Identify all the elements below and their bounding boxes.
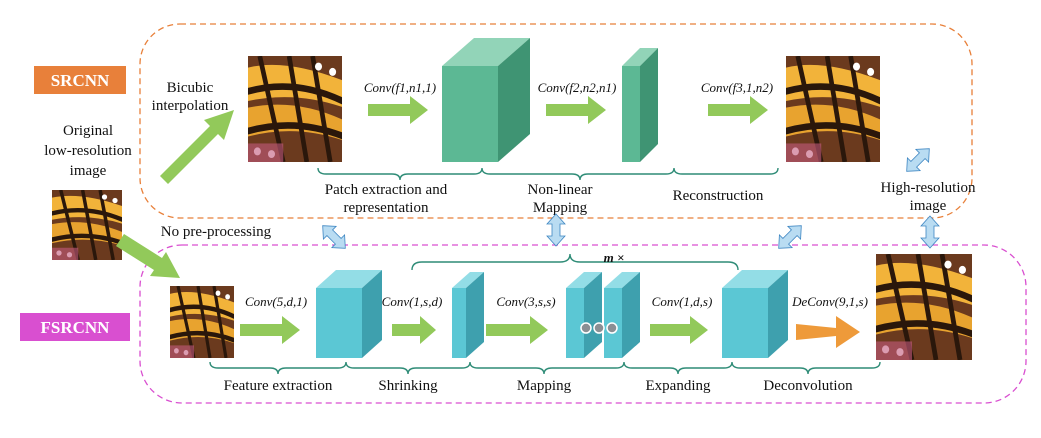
no-preprocessing-arrow [116,234,180,278]
srcnn-arrow-1 [368,96,428,124]
fsrcnn-stage-1: Feature extraction [224,378,333,394]
bicubic-label-2: interpolation [152,98,229,114]
mapping-repeat-label: m × [604,250,625,265]
fsrcnn-input-image [170,286,234,358]
fsrcnn-output-image [876,254,972,360]
fsrcnn-op-5: DeConv(9,1,s) [791,294,868,309]
fsrcnn-tag: FSRCNN [41,318,111,337]
fsrcnn-stage-5: Deconvolution [763,378,853,394]
fsrcnn-block-3 [722,270,788,358]
no-preprocessing-label: No pre-processing [161,224,272,240]
input-label-1: Original [63,123,113,139]
srcnn-stage-2a: Non-linear [528,182,593,198]
fsrcnn-stage-3: Mapping [517,378,572,394]
srcnn-stage-3: Reconstruction [673,188,764,204]
fsrcnn-arrow-3 [486,316,548,344]
double-arrow-icon [906,148,930,172]
input-label-3: image [70,163,107,179]
fsrcnn-stage-brace [209,361,881,375]
fsrcnn-op-2: Conv(1,s,d) [382,294,443,309]
srcnn-tag-bg [34,66,126,94]
fsrcnn-arrow-4 [650,316,708,344]
deconv-arrow [796,316,860,348]
srcnn-upscaled-image [248,56,342,162]
ellipsis-dots-icon [580,322,618,334]
output-label-2: image [910,198,947,214]
fsrcnn-mapping-block-b [604,272,640,358]
srcnn-region [139,23,973,219]
srcnn-arrow-3 [708,96,768,124]
fsrcnn-block-1 [316,270,382,358]
bicubic-label-1: Bicubic [167,80,214,96]
fsrcnn-arrow-2 [392,316,436,344]
srcnn-block-2 [622,48,658,162]
input-lr-image [52,190,122,260]
srcnn-arrow-2 [546,96,606,124]
fsrcnn-block-2 [452,272,484,358]
fsrcnn-op-4: Conv(1,d,s) [652,294,713,309]
double-arrow-icon [322,225,346,249]
fsrcnn-tag-bg [20,313,130,341]
double-arrow-icon [778,225,802,249]
input-label-2: low-resolution [44,143,132,159]
double-arrow-icon [920,215,940,249]
srcnn-tag: SRCNN [51,71,110,90]
double-arrow-icon [546,213,566,247]
mapping-repeat-brace [411,253,739,271]
srcnn-op-2: Conv(f2,n2,n1) [538,80,617,95]
output-label-1: High-resolution [881,180,976,196]
srcnn-output-image [786,56,880,162]
srcnn-stage-1b: representation [344,200,429,216]
fsrcnn-op-3: Conv(3,s,s) [496,294,555,309]
srcnn-stage-2b: Mapping [533,200,588,216]
bicubic-arrow [160,110,234,184]
srcnn-stage-brace [317,167,779,181]
fsrcnn-mapping-block-a [566,272,602,358]
fsrcnn-stage-2: Shrinking [378,378,438,394]
fsrcnn-arrow-1 [240,316,300,344]
fsrcnn-region [139,244,1027,404]
fsrcnn-op-1: Conv(5,d,1) [245,294,307,309]
srcnn-op-1: Conv(f1,n1,1) [364,80,436,95]
srcnn-stage-1a: Patch extraction and [325,182,448,198]
srcnn-block-1 [442,38,530,162]
fsrcnn-stage-4: Expanding [646,378,711,394]
srcnn-op-3: Conv(f3,1,n2) [701,80,773,95]
